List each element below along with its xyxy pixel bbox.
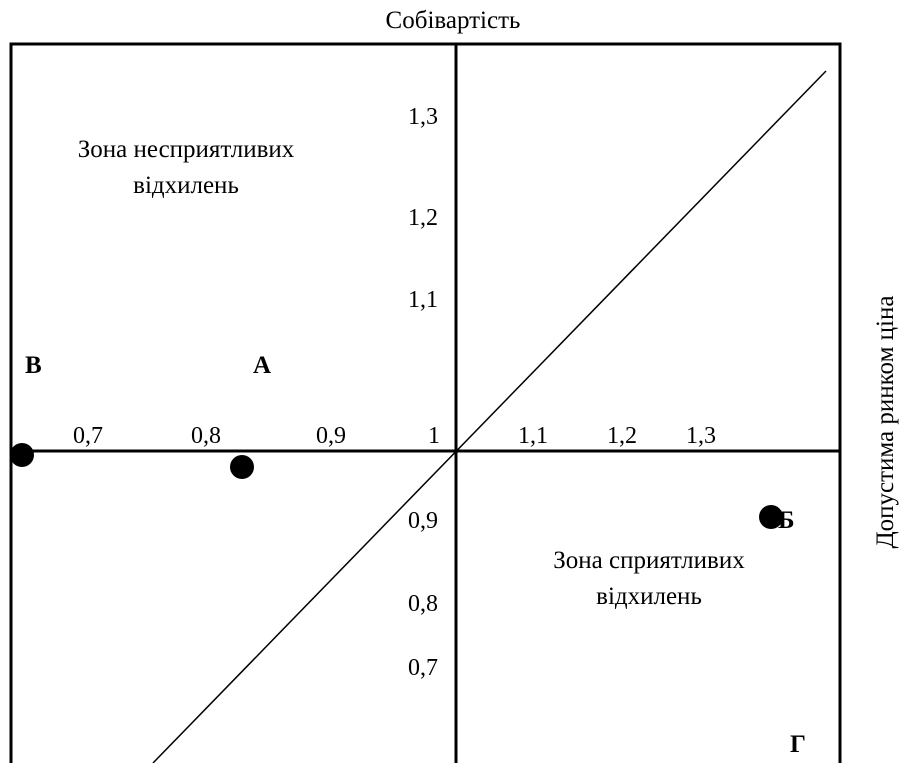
y-tick-label: 1,1 xyxy=(408,287,438,313)
y-tick-label: 1,2 xyxy=(408,205,438,231)
y-tick-label: 1,3 xyxy=(408,104,438,130)
point-v-marker xyxy=(10,443,34,467)
x-tick-label: 0,9 xyxy=(316,423,346,449)
top-title: Собівартість xyxy=(386,7,521,34)
point-a-marker xyxy=(230,455,254,479)
x-tick-label: 0,8 xyxy=(191,423,221,449)
point-b-marker xyxy=(759,505,783,529)
y-tick-label: 0,9 xyxy=(408,508,438,534)
favorable-zone-line-2: відхилень xyxy=(596,583,702,610)
outer-frame xyxy=(9,42,842,763)
point-a-label: А xyxy=(253,352,271,379)
point-g-label: Г xyxy=(790,731,806,758)
right-title: Допустима ринком ціна xyxy=(872,296,899,549)
x-tick-label: 0,7 xyxy=(73,423,103,449)
y-tick-label: 0,7 xyxy=(408,655,438,681)
point-b-label: Б xyxy=(778,507,795,534)
x-tick-label: 1,3 xyxy=(686,423,716,449)
x-tick-label: 1,2 xyxy=(607,423,637,449)
point-v-label: В xyxy=(25,352,42,379)
favorable-zone-line-1: Зона сприятливих xyxy=(553,547,745,574)
y-tick-label: 0,8 xyxy=(408,591,438,617)
unfavorable-zone-line-1: Зона несприятливих xyxy=(78,136,295,163)
x-tick-label: 1,1 xyxy=(518,423,548,449)
diagonal-line xyxy=(152,70,827,763)
x-tick-label: 1 xyxy=(428,423,440,449)
unfavorable-zone-line-2: відхилень xyxy=(133,172,239,199)
